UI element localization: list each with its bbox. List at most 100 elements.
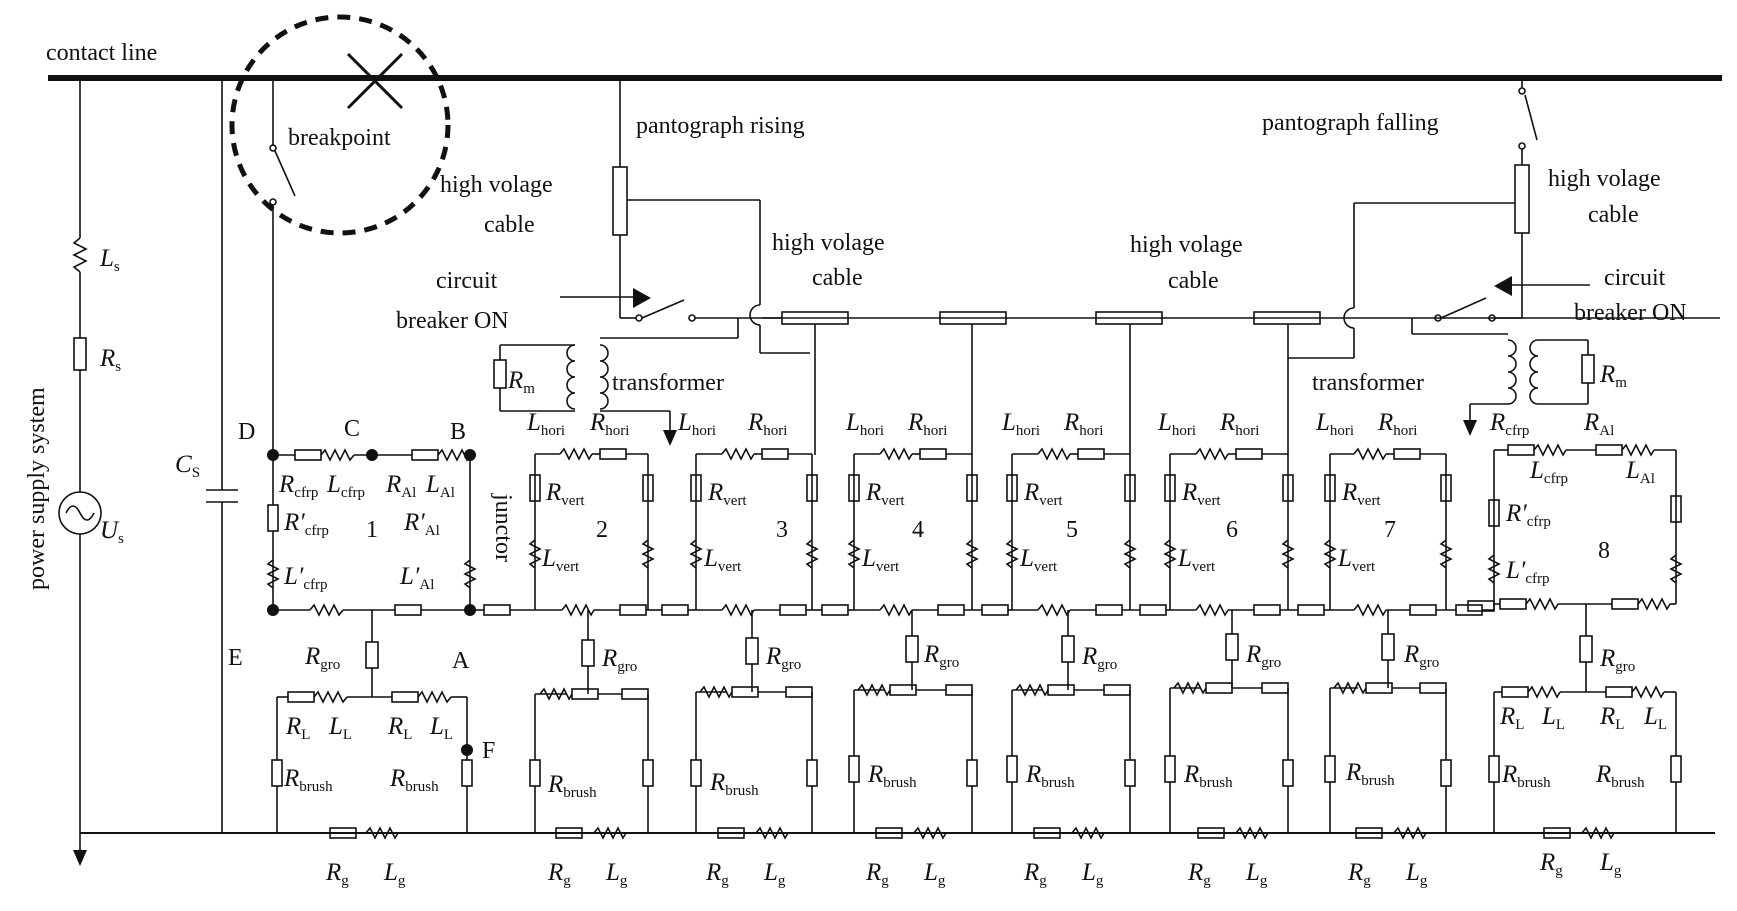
symbol-lg-6: Lg <box>1245 859 1268 889</box>
power-supply-branch <box>58 78 102 866</box>
junctor-label: junctor <box>490 493 516 562</box>
car-6-underframe <box>1164 610 1294 840</box>
car-7-body <box>1323 447 1494 617</box>
car-1-body <box>266 448 477 617</box>
car-number-7: 7 <box>1384 517 1396 543</box>
symbol-lg-3: Lg <box>763 859 786 889</box>
symbol-rgro-6: Rgro <box>1245 641 1281 671</box>
hv-cable-label-1: high volage <box>440 172 553 198</box>
symbol-rgro-2: Rgro <box>601 645 637 675</box>
symbol-lvert-6: Lvert <box>1177 545 1216 575</box>
transformer-right-label: transformer <box>1312 370 1424 396</box>
symbol-lvert-5: Lvert <box>1019 545 1058 575</box>
car-5-body <box>1005 447 1170 617</box>
hv-cable-label-2: high volage <box>772 230 885 256</box>
symbol-rbrush-7: Rbrush <box>1345 759 1395 789</box>
symbol-lg-4: Lg <box>923 859 946 889</box>
symbol-lcfrp-8: Lcfrp <box>1529 457 1568 487</box>
symbol-rbrush-3: Rbrush <box>709 769 759 799</box>
node-label-f: F <box>482 738 495 764</box>
symbol-ls: Ls <box>99 245 120 275</box>
car-2-underframe <box>529 610 654 840</box>
car-number-3: 3 <box>776 517 788 543</box>
symbol-lpcfrp-8: L′cfrp <box>1505 557 1550 587</box>
resistor-rs <box>73 337 87 371</box>
transformer-left-label: transformer <box>612 370 724 396</box>
symbol-rgro-1: Rgro <box>304 643 340 673</box>
breakpoint-switch <box>274 150 296 197</box>
symbol-rgro-7: Rgro <box>1403 641 1439 671</box>
breakpoint-cross-b <box>346 52 404 110</box>
node-label-c: C <box>344 416 360 442</box>
symbol-rg-8: Rg <box>1539 849 1563 879</box>
symbol-rl-8b: RL <box>1599 703 1624 733</box>
symbol-rbrush-6: Rbrush <box>1183 761 1233 791</box>
pantograph-falling-label: pantograph falling <box>1262 110 1439 136</box>
symbol-rbrush-2: Rbrush <box>547 771 597 801</box>
symbol-rg-1: Rg <box>325 859 349 889</box>
symbol-lal-1: LAl <box>425 471 455 501</box>
car-4-underframe <box>848 610 978 840</box>
pantograph-falling <box>1288 78 1538 359</box>
symbol-rhori-2: Rhori <box>589 409 629 439</box>
transformer-right <box>1411 318 1595 436</box>
symbol-rvert-3: Rvert <box>707 479 747 509</box>
hv-cable-label-3b: cable <box>1168 268 1219 294</box>
car-5-underframe <box>1006 610 1136 840</box>
symbol-rbrush-5: Rbrush <box>1025 761 1075 791</box>
symbol-rhori-5: Rhori <box>1063 409 1103 439</box>
symbol-ll-8b: LL <box>1643 703 1667 733</box>
hv-cable-label-4: high volage <box>1548 166 1661 192</box>
car-2-body <box>528 447 696 617</box>
symbol-rcfrp-1: Rcfrp <box>278 471 318 501</box>
symbol-lal-8: LAl <box>1625 457 1655 487</box>
hv-cable-label-4b: cable <box>1588 202 1639 228</box>
pantograph-rising <box>612 78 810 354</box>
symbol-rg-6: Rg <box>1187 859 1211 889</box>
symbol-lhori-7: Lhori <box>1315 409 1354 439</box>
symbol-rl-8a: RL <box>1499 703 1524 733</box>
symbol-rg-2: Rg <box>547 859 571 889</box>
symbol-rpcfrp-1: R′cfrp <box>283 509 329 539</box>
symbol-rhori-6: Rhori <box>1219 409 1259 439</box>
hv-cable-label-3: high volage <box>1130 232 1243 258</box>
symbol-rg-3: Rg <box>705 859 729 889</box>
symbol-rvert-7: Rvert <box>1341 479 1381 509</box>
node-label-b: B <box>450 419 466 445</box>
symbol-lhori-2: Lhori <box>526 409 565 439</box>
breakpoint-dashed-circle <box>229 14 451 236</box>
symbol-rvert-6: Rvert <box>1181 479 1221 509</box>
capacitor-branch <box>206 78 238 833</box>
symbol-rs: Rs <box>99 345 121 375</box>
symbol-rbrush-1b: Rbrush <box>389 765 439 795</box>
ground-arrow <box>73 850 87 866</box>
symbol-rg-7: Rg <box>1347 859 1371 889</box>
symbol-lg-8: Lg <box>1599 849 1622 879</box>
symbol-ral-1: RAl <box>385 471 416 501</box>
car-number-1: 1 <box>366 517 378 543</box>
hv-cable-label-2b: cable <box>812 265 863 291</box>
symbol-lvert-3: Lvert <box>703 545 742 575</box>
symbol-lg-2: Lg <box>605 859 628 889</box>
symbol-lhori-3: Lhori <box>677 409 716 439</box>
symbol-rpal-1: R′Al <box>403 509 440 539</box>
symbol-rgro-3: Rgro <box>765 643 801 673</box>
symbol-rhori-7: Rhori <box>1377 409 1417 439</box>
symbol-rgro-5: Rgro <box>1081 643 1117 673</box>
symbol-rm-left: Rm <box>507 367 535 397</box>
symbol-ll-1b: LL <box>429 713 453 743</box>
circuit-breaker-left <box>560 285 1720 322</box>
symbol-ll-1a: LL <box>328 713 352 743</box>
node-label-d: D <box>238 419 255 445</box>
car-number-6: 6 <box>1226 517 1238 543</box>
symbol-rbrush-1a: Rbrush <box>283 765 333 795</box>
symbol-lhori-5: Lhori <box>1001 409 1040 439</box>
symbol-rgro-8: Rgro <box>1599 645 1635 675</box>
symbol-rpcfrp-8: R′cfrp <box>1505 500 1551 530</box>
symbol-lvert-2: Lvert <box>541 545 580 575</box>
symbol-rg-4: Rg <box>865 859 889 889</box>
symbol-rgro-4: Rgro <box>923 641 959 671</box>
symbol-lpal-1: L′Al <box>399 563 434 593</box>
symbol-ll-8a: LL <box>1541 703 1565 733</box>
